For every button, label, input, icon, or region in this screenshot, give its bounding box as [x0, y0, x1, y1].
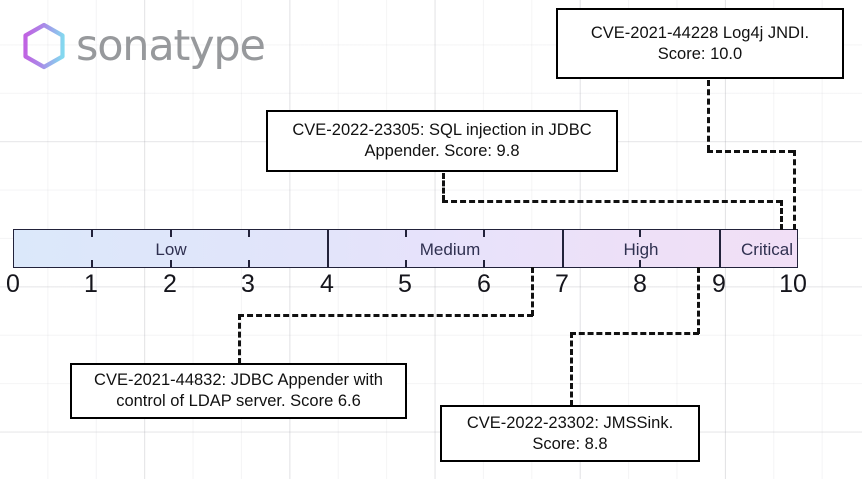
axis-label-7: 7 [555, 270, 569, 298]
callout-cve-2022-23305-line1: CVE-2022-23305: SQL injection in JDBC [292, 121, 592, 139]
callout-cve-2022-23305[interactable]: CVE-2022-23305: SQL injection in JDBC Ap… [266, 110, 618, 172]
axis-tick-3-b [248, 260, 250, 268]
leader-line-cve-2021-44228-seg2 [707, 150, 794, 153]
axis-label-3: 3 [241, 270, 255, 298]
axis-tick-5-b [405, 260, 407, 268]
leader-line-cve-2021-44832-seg3 [238, 314, 241, 364]
segment-divider-9 [719, 230, 721, 267]
callout-cve-2022-23302-line2: Score: 8.8 [532, 434, 608, 453]
leader-line-cve-2021-44832-seg2 [238, 314, 533, 317]
axis-label-6: 6 [477, 270, 491, 298]
axis-tick-5 [405, 229, 407, 237]
axis-tick-6 [483, 229, 485, 237]
leader-line-cve-2022-23305-seg1 [442, 173, 445, 201]
segment-label-high: High [623, 240, 659, 259]
callout-cve-2021-44228[interactable]: CVE-2021-44228 Log4j JNDI. Score: 10.0 [556, 8, 844, 79]
callout-cve-2022-23302[interactable]: CVE-2022-23302: JMSSink. Score: 8.8 [440, 405, 700, 462]
leader-line-cve-2022-23302-seg3 [570, 332, 573, 406]
leader-line-cve-2021-44228-seg3 [793, 150, 796, 230]
axis-tick-2-b [170, 260, 172, 268]
brand-wordmark: sonatype [76, 20, 266, 71]
axis-label-9: 9 [712, 270, 726, 298]
leader-line-cve-2021-44832-seg1 [531, 267, 534, 316]
leader-line-cve-2022-23302-seg1 [697, 267, 700, 334]
callout-cve-2021-44228-line1: CVE-2021-44228 Log4j JNDI. [590, 23, 810, 42]
axis-tick-3 [248, 229, 250, 237]
sonatype-logo: sonatype [22, 20, 266, 71]
axis-label-4: 4 [320, 270, 334, 298]
axis-tick-6-b [483, 260, 485, 268]
leader-line-cve-2022-23305-seg2 [442, 200, 782, 203]
axis-tick-2 [170, 229, 172, 237]
axis-label-2: 2 [163, 270, 177, 298]
axis-label-1: 1 [84, 270, 98, 298]
callout-cve-2021-44832-line1: CVE-2021-44832: JDBC Appender with [94, 371, 383, 389]
segment-label-low: Low [155, 240, 187, 259]
callout-cve-2022-23302-line1: CVE-2022-23302: JMSSink. [466, 413, 674, 432]
axis-label-5: 5 [398, 270, 412, 298]
axis-tick-8-b [639, 260, 641, 268]
leader-line-cve-2022-23302-seg2 [570, 332, 699, 335]
axis-label-0: 0 [6, 270, 20, 298]
axis-label-10: 10 [779, 270, 807, 298]
hexagon-icon [22, 22, 66, 70]
callout-cve-2021-44832-line2: control of LDAP server. Score 6.6 [116, 392, 361, 410]
axis-tick-1-b [91, 260, 93, 268]
axis-tick-8 [639, 229, 641, 237]
segment-divider-4 [327, 230, 329, 267]
axis-tick-1 [91, 229, 93, 237]
segment-divider-7 [562, 230, 564, 267]
segment-label-critical: Critical [741, 240, 793, 259]
callout-cve-2021-44228-line2: Score: 10.0 [657, 44, 743, 63]
segment-label-medium: Medium [419, 240, 481, 259]
leader-line-cve-2021-44228-seg1 [707, 80, 710, 151]
axis-label-8: 8 [633, 270, 647, 298]
callout-cve-2022-23305-line2: Appender. Score: 9.8 [364, 142, 520, 160]
leader-line-cve-2022-23305-seg3 [780, 200, 783, 230]
callout-cve-2021-44832[interactable]: CVE-2021-44832: JDBC Appender with contr… [70, 363, 407, 419]
